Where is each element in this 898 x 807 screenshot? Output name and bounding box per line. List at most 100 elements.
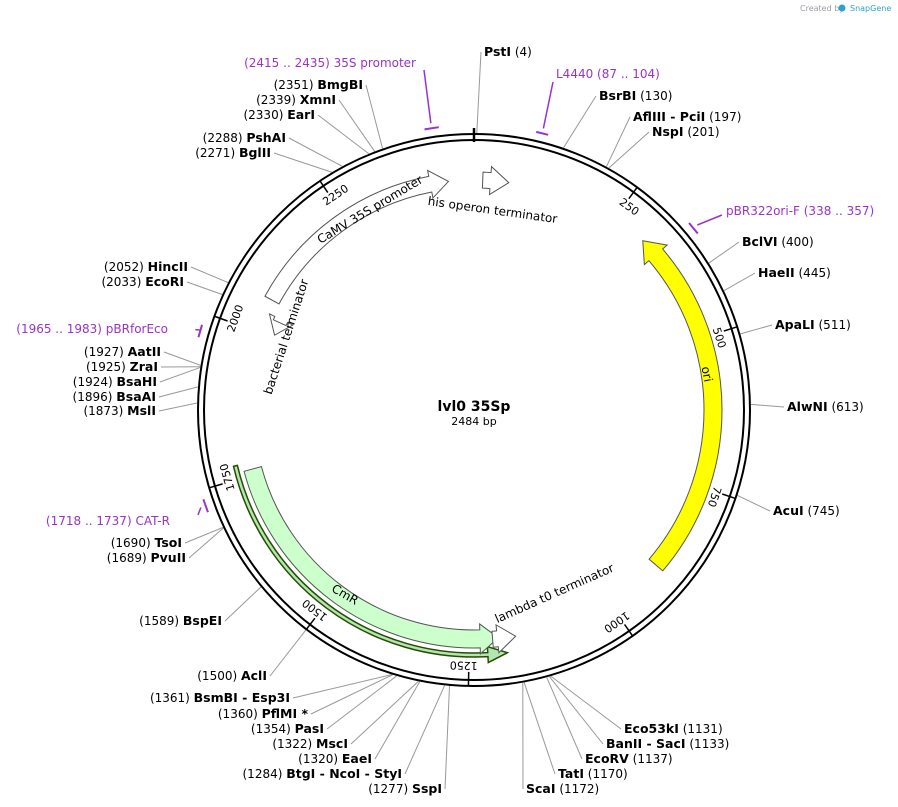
primers: L4440 (87 .. 104) pBR322ori-F (338 .. 357… [16,56,874,528]
tick-mark [721,493,736,500]
site-label-btgi-ncoi-styi: (1284) BtgI - NcoI - StyI [243,766,403,781]
site-leader [550,675,622,730]
site-label-bsaai: (1896) BsaAI [73,389,156,404]
tick-mark [305,617,316,630]
site-leader [476,51,482,134]
tick-mark [628,186,638,200]
primer-label-l4440: L4440 (87 .. 104) [556,67,660,81]
site-leader [338,99,376,152]
site-label-eco53ki: Eco53kI (1131) [624,721,723,736]
site-leader [159,366,201,383]
site-leader [374,681,421,760]
site-label-ecorv: EcoRV (1137) [585,751,673,766]
primer-label-35s-promoter: (2415 .. 2435) 35S promoter [244,56,416,70]
site-leader [546,677,583,760]
site-leader [188,527,224,559]
site-leader [163,351,201,366]
tick-mark [723,326,738,332]
site-leader [158,386,199,398]
site-label-alwni: AlwNI (613) [787,399,864,414]
site-leader [740,324,773,335]
primer-label-cat-r: (1718 .. 1737) CAT-R [46,514,170,528]
site-leader [523,682,556,775]
feature-label-camv-35s-promoter: CaMV 35S promoter [315,173,426,247]
site-label-eaei: (1320) EaeI [298,751,372,766]
site-label-bsahi: (1924) BsaHI [73,374,157,389]
site-leader [750,403,785,408]
site-label-acli: (1500) AclI [197,668,267,683]
credit-prefix: Created by [800,4,844,13]
primer-label-pbrforeco: (1965 .. 1983) pBRforEco [16,322,168,336]
site-label-psti: PstI (4) [484,44,532,59]
site-leader [269,629,307,677]
site-leader [350,680,419,745]
site-label-apali: ApaLI (511) [775,317,851,332]
site-leader [563,95,597,149]
site-label-afliii-pcii: AflIII - PciI (197) [633,109,741,124]
feature-label-his-operon-terminator: his operon terminator [427,194,558,226]
site-label-acui: AcuI (745) [773,503,840,518]
site-leader [317,114,370,155]
plasmid-length: 2484 bp [451,415,496,428]
site-label-msci: (1322) MscI [272,736,348,751]
site-label-nspi: NspI (201) [652,124,720,139]
tick-mark [623,623,634,637]
site-leader [224,586,262,622]
tick-label: 2000 [225,303,247,334]
tick-mark [208,483,223,489]
site-leader [326,675,397,730]
site-label-bmgbi: (2351) BmgBI [274,77,363,92]
site-leader [708,241,740,264]
site-leader [158,402,198,412]
site-leader [723,272,756,292]
primer-leader [197,507,202,516]
site-label-bclvi: BclVI (400) [742,234,814,249]
primer-leader [697,214,723,226]
site-label-pasi: (1354) PasI [251,721,324,736]
site-label-pvuii: (1689) PvuII [107,550,186,565]
site-label-msli: (1873) MslI [83,403,156,418]
site-leader [404,685,446,775]
tick-mark [214,315,228,322]
primer-leader [423,69,432,124]
site-leader [273,152,333,173]
primer-bar [535,130,549,136]
site-label-sspi: (1277) SspI [368,781,442,796]
primer-bar [197,324,203,338]
tick-label: 1250 [450,659,478,673]
primer-label-pbr322ori-f: pBR322ori-F (338 .. 357) [726,204,874,218]
site-label-tati: TatI (1170) [558,766,628,781]
feature-ori [642,240,723,572]
plasmid-name: lvl0 35Sp [438,399,511,415]
tick-mark [319,180,329,193]
site-label-aatii: (1927) AatII [84,344,161,359]
tick-label: 500 [710,326,729,350]
site-label-bspei: (1589) BspEI [139,613,222,628]
feature-bacterial-terminator [268,313,295,336]
feature-camv-35s-promoter [264,169,450,305]
site-label-ecori: (2033) EcoRI [101,274,184,289]
feature-lambda-t0-terminator [491,623,517,654]
snapgene-brand: SnapGene [850,4,891,13]
site-label-bglii: (2271) BglII [195,145,271,160]
site-label-bsrbi: BsrBI (130) [599,88,672,103]
feature-label-lambda-t0-terminator: lambda t0 terminator [493,561,616,626]
site-label-xmni: (2339) XmnI [256,92,336,107]
feature-his-operon-terminator [481,165,510,196]
site-leader [186,281,223,295]
site-leader [549,676,604,745]
tick-label: 750 [705,485,724,509]
site-label-pflmi: (1360) PflMI * [218,706,309,721]
site-leader [288,137,343,167]
site-leader [292,674,392,699]
site-label-zrai: (1925) ZraI [86,359,158,374]
site-label-pshai: (2288) PshAI [203,130,286,145]
site-label-eari: (2330) EarI [243,107,315,122]
site-label-tsoi: (1690) TsoI [111,535,182,550]
site-label-bsmbi-esp3i: (1361) BsmBI - Esp3I [150,690,290,705]
cmr-orf-line [232,464,510,664]
site-label-haeii: HaeII (445) [758,265,831,280]
site-leader-lines [158,51,785,790]
site-leader [190,266,229,284]
